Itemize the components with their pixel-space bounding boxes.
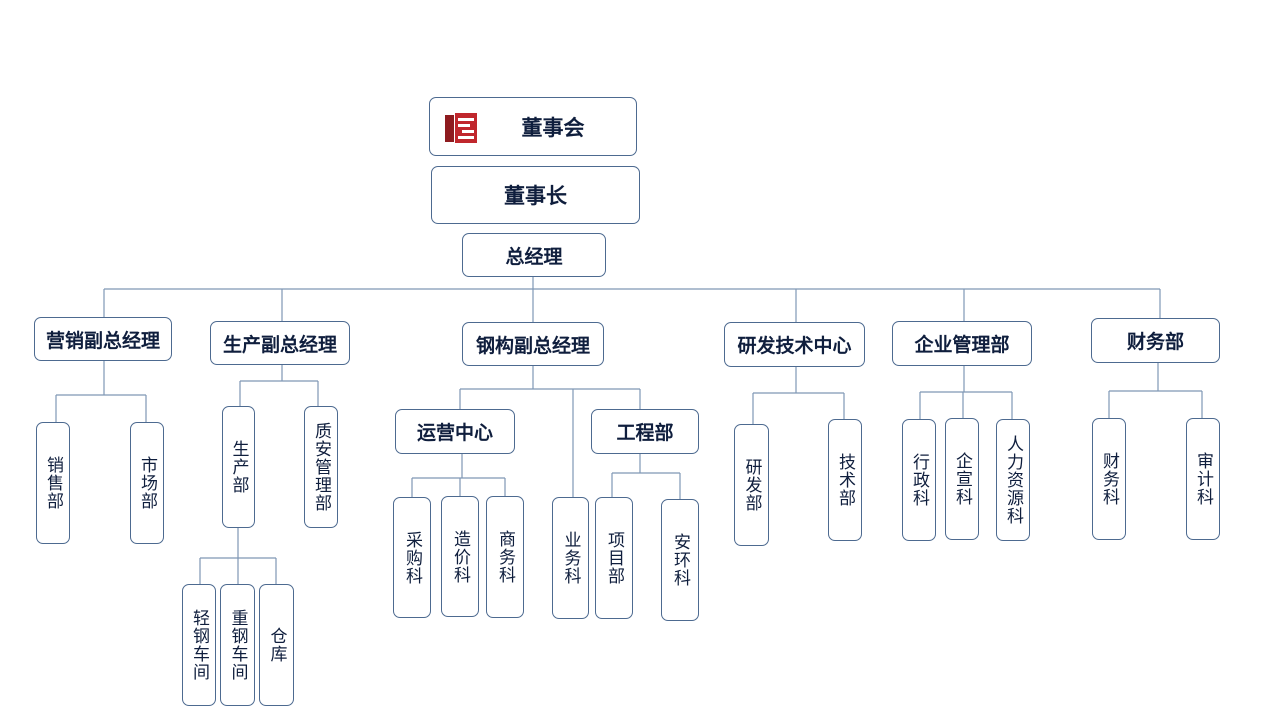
purchasing-section-box[interactable]: 采购科 <box>393 497 431 618</box>
finance-section-label: 财务科 <box>1099 452 1119 506</box>
ops-center-label: 运营中心 <box>416 422 493 444</box>
sales-vp-box[interactable]: 营销副总经理 <box>34 317 172 361</box>
engineering-dept-label: 工程部 <box>616 422 674 444</box>
chairman-box[interactable]: 董事长 <box>431 166 640 224</box>
prod-vp-label: 生产副总经理 <box>222 333 337 356</box>
audit-section-box[interactable]: 审计科 <box>1186 418 1220 540</box>
rd-center-label: 研发技术中心 <box>737 335 852 357</box>
chairman-label: 董事长 <box>504 184 567 208</box>
hr-section-label: 人力资源科 <box>1003 435 1023 525</box>
market-dept-box[interactable]: 市场部 <box>130 422 164 544</box>
rd-dept-label: 研发部 <box>741 458 762 512</box>
prod-vp-box[interactable]: 生产副总经理 <box>210 321 350 365</box>
light-steel-workshop-box[interactable]: 轻钢车间 <box>182 584 216 706</box>
sales-vp-label: 营销副总经理 <box>45 329 160 352</box>
quality-safety-dept-box[interactable]: 质安管理部 <box>304 406 338 528</box>
engineering-dept-box[interactable]: 工程部 <box>591 409 699 454</box>
business-section-box[interactable]: 业务科 <box>552 497 589 619</box>
publicity-section-box[interactable]: 企宣科 <box>945 418 979 540</box>
admin-section-label: 行政科 <box>909 453 929 507</box>
publicity-section-label: 企宣科 <box>952 452 972 506</box>
steel-vp-label: 钢构副总经理 <box>475 334 590 357</box>
gm-box[interactable]: 总经理 <box>462 233 606 277</box>
mgmt-dept-label: 企业管理部 <box>914 334 1010 356</box>
heavy-steel-workshop-box[interactable]: 重钢车间 <box>220 584 255 706</box>
light-steel-workshop-label: 轻钢车间 <box>189 609 209 681</box>
business-section-label: 业务科 <box>560 531 581 585</box>
project-dept-box[interactable]: 项目部 <box>595 497 633 619</box>
warehouse-box[interactable]: 仓库 <box>259 584 294 706</box>
board-box[interactable]: 董事会 <box>429 97 637 156</box>
audit-section-label: 审计科 <box>1193 452 1213 506</box>
market-dept-label: 市场部 <box>137 456 157 510</box>
ops-center-box[interactable]: 运营中心 <box>395 409 515 454</box>
sales-dept-label: 销售部 <box>43 456 63 510</box>
production-dept-label: 生产部 <box>228 440 249 494</box>
costing-section-box[interactable]: 造价科 <box>441 496 479 617</box>
admin-section-box[interactable]: 行政科 <box>902 419 936 541</box>
sales-dept-box[interactable]: 销售部 <box>36 422 70 544</box>
company-logo-icon <box>445 113 477 143</box>
costing-section-label: 造价科 <box>450 529 470 584</box>
safety-env-section-label: 安环科 <box>670 533 690 587</box>
heavy-steel-workshop-label: 重钢车间 <box>227 609 248 681</box>
quality-safety-dept-label: 质安管理部 <box>311 422 331 512</box>
finance-dept-label: 财务部 <box>1126 331 1184 353</box>
tech-dept-label: 技术部 <box>835 453 855 507</box>
finance-dept-box[interactable]: 财务部 <box>1091 318 1220 363</box>
commerce-section-box[interactable]: 商务科 <box>486 496 524 618</box>
production-dept-box[interactable]: 生产部 <box>222 406 255 528</box>
warehouse-label: 仓库 <box>266 627 287 663</box>
purchasing-section-label: 采购科 <box>402 530 422 585</box>
tech-dept-box[interactable]: 技术部 <box>828 419 862 541</box>
gm-label: 总经理 <box>505 245 563 268</box>
commerce-section-label: 商务科 <box>495 530 515 584</box>
rd-center-box[interactable]: 研发技术中心 <box>724 322 865 367</box>
rd-dept-box[interactable]: 研发部 <box>734 424 769 546</box>
steel-vp-box[interactable]: 钢构副总经理 <box>462 322 604 366</box>
hr-section-box[interactable]: 人力资源科 <box>996 419 1030 541</box>
board-label: 董事会 <box>521 115 585 140</box>
project-dept-label: 项目部 <box>604 531 624 585</box>
mgmt-dept-box[interactable]: 企业管理部 <box>892 321 1032 366</box>
finance-section-box[interactable]: 财务科 <box>1092 418 1126 540</box>
safety-env-section-box[interactable]: 安环科 <box>661 499 699 621</box>
